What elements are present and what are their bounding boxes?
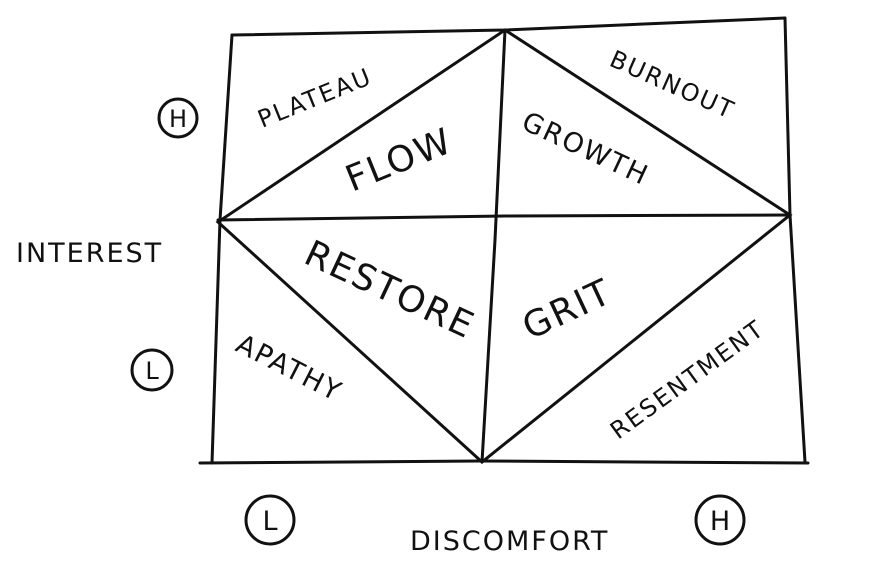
- vertical-divider: [480, 28, 507, 464]
- box-right: [783, 16, 807, 464]
- x-high-marker: H: [710, 506, 730, 537]
- zone-resentment: RESENTMENT: [605, 314, 770, 444]
- y-low-marker: L: [145, 357, 159, 385]
- x-low-circle: [244, 494, 296, 546]
- box-bottom: [198, 459, 810, 465]
- zone-burnout: BURNOUT: [606, 45, 740, 125]
- zone-restore: RESTORE: [298, 233, 481, 347]
- zone-grit: GRIT: [516, 271, 618, 348]
- y-high-marker: H: [169, 105, 187, 133]
- y-low-circle: [130, 348, 174, 392]
- x-low-marker: L: [262, 506, 277, 537]
- y-axis-label: INTEREST: [16, 238, 163, 269]
- y-high-circle: [157, 97, 199, 139]
- zone-apathy: APATHY: [231, 329, 347, 409]
- box-left: [210, 33, 234, 465]
- x-high-circle: [694, 494, 746, 546]
- zone-flow: FLOW: [340, 121, 459, 201]
- horizontal-divider: [216, 213, 792, 222]
- zone-plateau: PLATEAU: [254, 62, 376, 133]
- x-axis-label: DISCOMFORT: [410, 526, 609, 557]
- zone-growth: GROWTH: [517, 106, 654, 192]
- diamond: [215, 28, 793, 464]
